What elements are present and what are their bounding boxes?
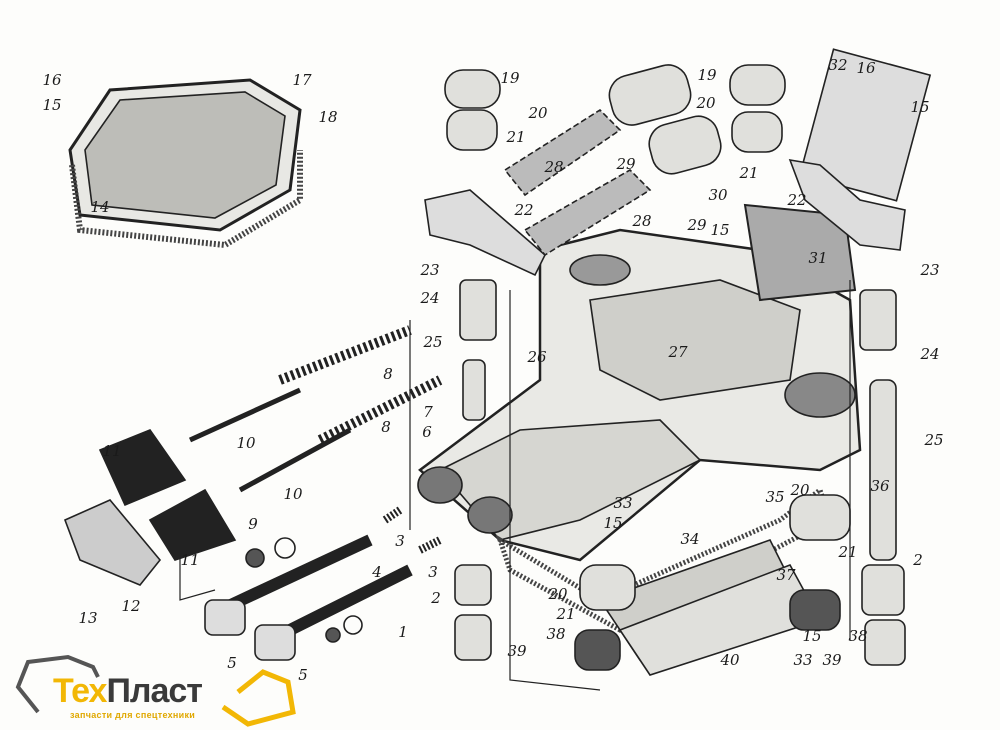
callout-16: 16 (42, 71, 62, 89)
callout-34: 34 (680, 530, 700, 548)
callout-16: 16 (856, 59, 876, 77)
callout-21: 21 (838, 543, 858, 561)
callout-38: 38 (848, 627, 868, 645)
callout-10: 10 (283, 485, 303, 503)
callout-11: 11 (102, 442, 122, 460)
callout-10: 10 (236, 434, 256, 452)
logo-tagline: запчасти для спецтехники (70, 710, 196, 720)
callout-8: 8 (381, 418, 391, 436)
callout-37: 37 (776, 566, 796, 584)
callout-39: 39 (822, 651, 842, 669)
callout-3: 3 (428, 563, 438, 581)
callout-18: 18 (318, 108, 338, 126)
callout-9: 9 (248, 515, 258, 533)
logo-name: ТехПласт (53, 672, 203, 711)
callout-20: 20 (790, 481, 810, 499)
callout-15: 15 (710, 221, 730, 239)
techplast-logo: ТехПласт запчасти для спецтехники (8, 652, 298, 728)
callout-31: 31 (808, 249, 828, 267)
callout-32: 32 (828, 56, 848, 74)
housing-body (417, 228, 862, 676)
callout-14: 14 (90, 198, 110, 216)
callout-29: 29 (687, 216, 707, 234)
callout-33: 33 (793, 651, 813, 669)
callout-4: 4 (372, 563, 382, 581)
callout-3: 3 (395, 532, 405, 550)
callout-27: 27 (668, 343, 688, 361)
callout-25: 25 (423, 333, 443, 351)
callout-19: 19 (500, 69, 520, 87)
callout-15: 15 (802, 627, 822, 645)
callout-21: 21 (556, 605, 576, 623)
callout-13: 13 (78, 609, 98, 627)
callout-6: 6 (422, 423, 432, 441)
callout-22: 22 (514, 201, 534, 219)
callout-5: 5 (227, 654, 237, 672)
callout-30: 30 (708, 186, 728, 204)
callout-24: 24 (920, 345, 940, 363)
callout-21: 21 (739, 164, 759, 182)
callout-22: 22 (787, 191, 807, 209)
callout-11: 11 (180, 551, 200, 569)
callout-23: 23 (920, 261, 940, 279)
callout-28: 28 (544, 158, 564, 176)
callout-35: 35 (765, 488, 785, 506)
logo-name-part2: Пласт (106, 672, 203, 710)
callout-12: 12 (121, 597, 141, 615)
callout-20: 20 (696, 94, 716, 112)
callout-40: 40 (720, 651, 740, 669)
callout-21: 21 (506, 128, 526, 146)
callout-20: 20 (548, 585, 568, 603)
callout-15: 15 (603, 514, 623, 532)
callout-17: 17 (292, 71, 312, 89)
callout-7: 7 (423, 403, 433, 421)
callout-33: 33 (613, 494, 633, 512)
callout-36: 36 (870, 477, 890, 495)
callout-5: 5 (298, 666, 308, 684)
callout-8: 8 (383, 365, 393, 383)
callout-24: 24 (420, 289, 440, 307)
callout-15: 15 (42, 96, 62, 114)
callout-2: 2 (431, 589, 441, 607)
callout-39: 39 (507, 642, 527, 660)
callout-2: 2 (913, 551, 923, 569)
callout-26: 26 (527, 348, 547, 366)
callout-25: 25 (924, 431, 944, 449)
callout-29: 29 (616, 155, 636, 173)
logo-name-part1: Тех (53, 672, 107, 710)
callout-20: 20 (528, 104, 548, 122)
callout-23: 23 (420, 261, 440, 279)
callout-28: 28 (632, 212, 652, 230)
callout-19: 19 (697, 66, 717, 84)
callout-1: 1 (398, 623, 408, 641)
cover-plate (68, 78, 303, 249)
callout-38: 38 (546, 625, 566, 643)
callout-15: 15 (910, 98, 930, 116)
excavator-logo-icon (15, 654, 296, 727)
